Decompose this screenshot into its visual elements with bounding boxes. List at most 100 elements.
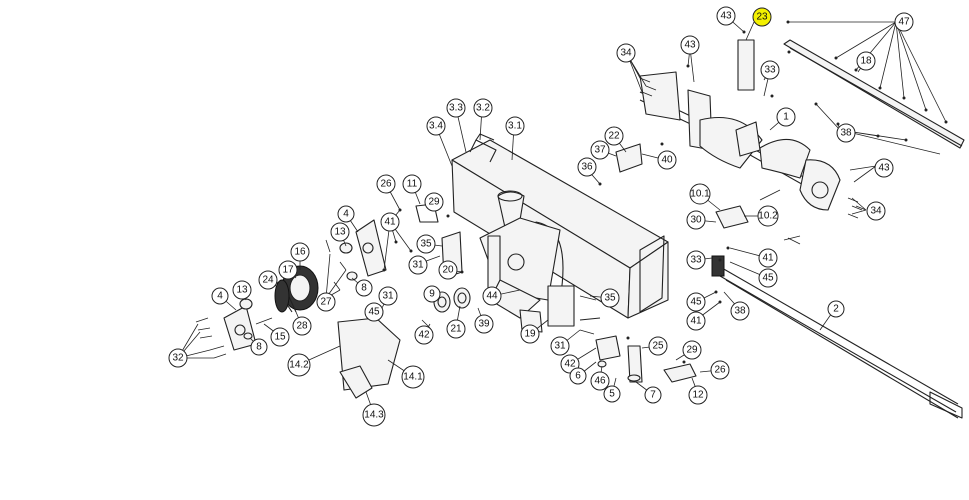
callout-30: 30	[686, 210, 706, 230]
svg-text:13: 13	[334, 227, 346, 238]
svg-text:38: 38	[734, 306, 746, 317]
callout-13: 13	[330, 222, 350, 242]
callout-8: 8	[355, 279, 373, 297]
svg-text:45: 45	[690, 297, 702, 308]
callout-38: 38	[836, 123, 856, 143]
callout-31: 31	[408, 255, 428, 275]
callout-1: 1	[776, 107, 796, 127]
svg-text:41: 41	[384, 217, 396, 228]
svg-text:8: 8	[256, 342, 262, 353]
callout-39: 39	[474, 314, 494, 334]
svg-text:11: 11	[407, 179, 418, 190]
svg-text:14.2: 14.2	[289, 360, 309, 371]
callout-15: 15	[270, 327, 290, 347]
callout-37: 37	[590, 140, 610, 160]
callout-36: 36	[577, 157, 597, 177]
callout-29: 29	[424, 192, 444, 212]
svg-text:30: 30	[690, 215, 702, 226]
callout-2: 2	[827, 300, 845, 318]
callout-42: 42	[414, 325, 434, 345]
callout-32: 32	[168, 348, 188, 368]
callout-33: 33	[760, 60, 780, 80]
callout-10-1: 10.1	[689, 183, 711, 205]
callout-8: 8	[250, 338, 268, 356]
svg-text:25: 25	[652, 341, 664, 352]
callout-29: 29	[682, 340, 702, 360]
callout-35: 35	[600, 288, 620, 308]
callout-14-3: 14.3	[362, 403, 386, 427]
callout-18: 18	[856, 51, 876, 71]
callout-47: 47	[894, 12, 914, 32]
auger-assembly	[639, 39, 841, 211]
svg-text:34: 34	[870, 206, 882, 217]
svg-text:4: 4	[343, 209, 349, 220]
svg-text:34: 34	[620, 48, 632, 59]
svg-text:10.2: 10.2	[758, 211, 778, 222]
svg-text:3.2: 3.2	[476, 103, 490, 114]
svg-text:10.1: 10.1	[690, 189, 710, 200]
svg-text:14.1: 14.1	[403, 372, 423, 383]
callout-7: 7	[644, 386, 662, 404]
callout-4: 4	[337, 205, 355, 223]
svg-text:45: 45	[368, 307, 380, 318]
callout-bubbles: 43 23 47 34 43 33 18 1 38 22 37 40 36 43…	[168, 6, 914, 427]
callout-31: 31	[378, 286, 398, 306]
callout-10-2: 10.2	[757, 205, 779, 227]
svg-text:18: 18	[860, 56, 872, 67]
callout-13: 13	[232, 280, 252, 300]
callout-26: 26	[710, 360, 730, 380]
svg-text:19: 19	[524, 329, 536, 340]
svg-text:3.4: 3.4	[429, 121, 443, 132]
callout-43: 43	[716, 6, 736, 26]
svg-text:31: 31	[412, 260, 424, 271]
callout-3-3: 3.3	[446, 98, 466, 118]
svg-text:9: 9	[429, 289, 435, 300]
callout-25: 25	[648, 336, 668, 356]
callout-4: 4	[211, 287, 229, 305]
belt-cover	[337, 317, 401, 399]
chute-deflector-parts	[415, 143, 749, 229]
svg-text:14.3: 14.3	[364, 410, 384, 421]
svg-text:13: 13	[236, 285, 248, 296]
callout-40: 40	[657, 150, 677, 170]
callout-3-1: 3.1	[505, 116, 525, 136]
callout-12: 12	[688, 385, 708, 405]
callout-19: 19	[520, 324, 540, 344]
svg-text:45: 45	[762, 273, 774, 284]
svg-text:43: 43	[720, 11, 732, 22]
callout-6: 6	[569, 367, 587, 385]
callout-45: 45	[364, 302, 384, 322]
callout-34: 34	[616, 43, 636, 63]
svg-text:24: 24	[262, 275, 274, 286]
svg-text:22: 22	[608, 131, 620, 142]
svg-text:12: 12	[692, 390, 704, 401]
callout-22: 22	[604, 126, 624, 146]
svg-text:41: 41	[762, 253, 774, 264]
svg-text:8: 8	[361, 283, 367, 294]
callout-31: 31	[550, 336, 570, 356]
svg-text:17: 17	[282, 265, 294, 276]
callout-43: 43	[680, 35, 700, 55]
svg-text:28: 28	[296, 321, 308, 332]
svg-text:7: 7	[650, 390, 656, 401]
callout-14-1: 14.1	[401, 365, 425, 389]
svg-text:31: 31	[554, 341, 566, 352]
svg-text:43: 43	[878, 163, 890, 174]
callout-46: 46	[590, 371, 610, 391]
callout-11: 11	[402, 174, 422, 194]
svg-text:26: 26	[380, 179, 392, 190]
chute-crank	[579, 317, 697, 383]
callout-45: 45	[686, 292, 706, 312]
svg-text:36: 36	[581, 162, 593, 173]
svg-text:35: 35	[604, 293, 616, 304]
svg-text:47: 47	[898, 17, 910, 28]
svg-text:3.3: 3.3	[449, 103, 463, 114]
svg-text:33: 33	[764, 65, 776, 76]
svg-text:29: 29	[428, 197, 440, 208]
callout-33: 33	[686, 250, 706, 270]
svg-text:37: 37	[594, 145, 606, 156]
callout-9: 9	[423, 285, 441, 303]
svg-text:26: 26	[714, 365, 726, 376]
svg-text:35: 35	[420, 239, 432, 250]
